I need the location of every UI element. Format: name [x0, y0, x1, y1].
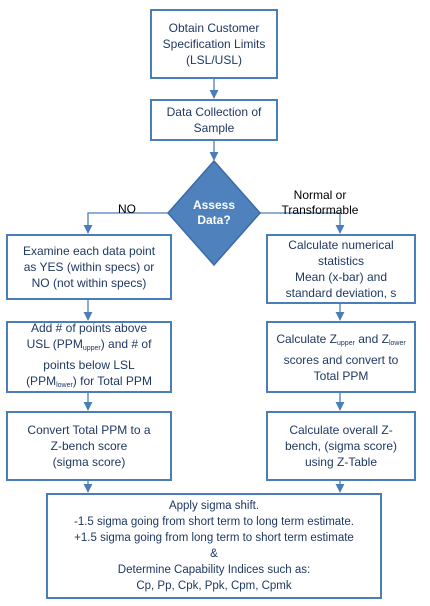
obtain-line-3: (LSL/USL) [185, 53, 243, 67]
stats-line-4: standard deviation, s [285, 286, 397, 300]
calcz-line-1: Calculate Zupper and Zlower [276, 331, 406, 347]
shift-line-3: +1.5 sigma going from long term to short… [74, 532, 354, 544]
examine-line-1: Examine each data point [22, 244, 156, 258]
shift-line-5: Determine Capability Indices such as: [117, 564, 311, 576]
stats-line-1: Calculate numerical [288, 238, 394, 252]
overall-line-2: bench, (sigma score) [284, 439, 398, 453]
overall-line-1: Calculate overall Z- [289, 423, 393, 437]
shift-line-4: & [210, 548, 218, 560]
stats-line-3: Mean (x-bar) and [294, 270, 388, 284]
add-line-4: (PPMlower) for Total PPM [26, 374, 152, 389]
shift-line-2: -1.5 sigma going from short term to long… [74, 516, 354, 528]
arrow-assess-normal-branch [258, 212, 345, 234]
convert-line-2: Z-bench score [50, 439, 128, 453]
sigma-shift-box: Apply sigma shift. -1.5 sigma going from… [46, 493, 382, 599]
obtain-line-2: Specification Limits [162, 37, 266, 51]
add-line-2: USL (PPMupper) and # of [26, 337, 152, 352]
convert-line-1: Convert Total PPM to a [27, 423, 151, 437]
arrow-assess-no-branch [83, 212, 170, 234]
add-line-1: Add # of points above [30, 321, 148, 335]
collection-line-2: Sample [193, 121, 235, 135]
assess-line-1: Assess [192, 198, 236, 212]
examine-line-2: as YES (within specs) or [23, 260, 155, 274]
assess-data-label: Assess Data? [174, 198, 254, 228]
calc-stats-box: Calculate numerical statistics Mean (x-b… [266, 234, 416, 304]
shift-line-6: Cp, Pp, Cpk, Ppk, Cpm, Cpmk [136, 580, 292, 592]
shift-line-1: Apply sigma shift. [168, 500, 260, 512]
assess-data-diamond [166, 159, 262, 267]
convert-ppm-box: Convert Total PPM to a Z-bench score (si… [6, 411, 172, 481]
no-branch-label: NO [118, 202, 136, 216]
calcz-line-3: Total PPM [313, 368, 369, 383]
obtain-line-1: Obtain Customer [168, 21, 260, 35]
add-line-3: points below LSL [43, 358, 135, 372]
data-collection-box: Data Collection of Sample [150, 99, 278, 141]
overall-line-3: using Z-Table [304, 455, 378, 469]
assess-line-2: Data? [197, 213, 231, 227]
normal-label-line-2: Transformable [281, 203, 359, 217]
normal-branch-label: Normal or Transformable [270, 188, 370, 218]
add-points-box: Add # of points above USL (PPMupper) and… [6, 321, 172, 393]
obtain-limits-box: Obtain Customer Specification Limits (LS… [150, 9, 278, 79]
examine-points-box: Examine each data point as YES (within s… [6, 234, 172, 300]
examine-line-3: NO (not within specs) [31, 276, 147, 290]
overall-z-box: Calculate overall Z- bench, (sigma score… [266, 411, 416, 481]
collection-line-1: Data Collection of [166, 105, 262, 119]
stats-line-2: statistics [317, 254, 364, 268]
calcz-line-2: scores and convert to [283, 352, 399, 367]
convert-line-3: (sigma score) [52, 455, 126, 469]
calc-z-box: Calculate Zupper and Zlower scores and c… [266, 321, 416, 393]
normal-label-line-1: Normal or [293, 188, 347, 202]
